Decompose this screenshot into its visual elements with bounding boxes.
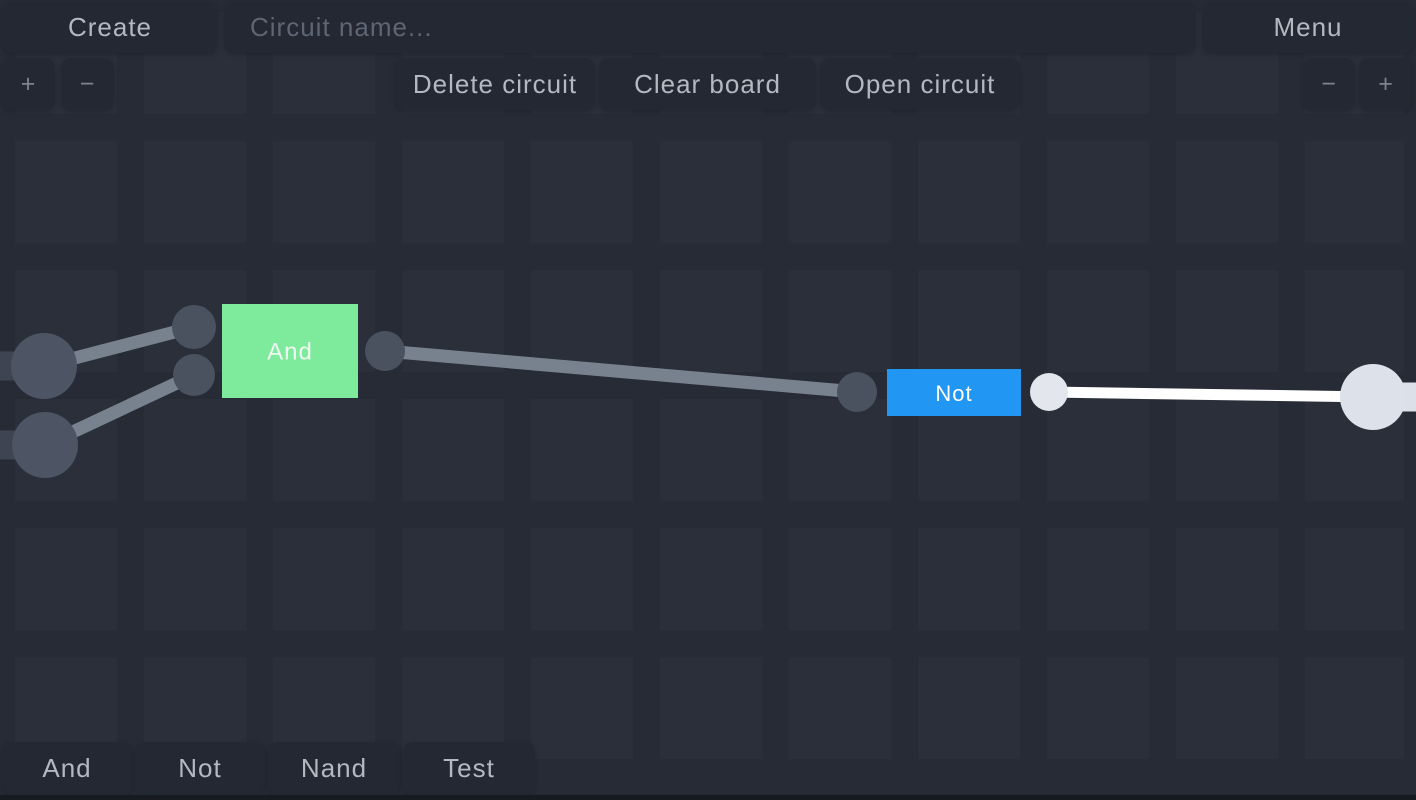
output-terminal[interactable] xyxy=(1340,364,1406,430)
wire-and-to-not[interactable] xyxy=(384,344,858,399)
input-terminal-2[interactable] xyxy=(12,412,78,478)
delete-circuit-button[interactable]: Delete circuit xyxy=(395,58,595,110)
not-output-pin[interactable] xyxy=(1030,373,1068,411)
palette-item-and[interactable]: And xyxy=(2,742,132,795)
not-input-pin[interactable] xyxy=(837,372,877,412)
gate-label: And xyxy=(267,339,313,366)
create-button[interactable]: Create xyxy=(2,2,218,53)
gate-label: Not xyxy=(935,381,972,406)
wire-not-to-out[interactable] xyxy=(1048,386,1374,403)
zoom-out-button-left[interactable]: − xyxy=(61,58,114,110)
palette-item-nand[interactable]: Nand xyxy=(268,742,400,795)
zoom-in-button-left[interactable]: + xyxy=(2,58,55,110)
clear-board-button[interactable]: Clear board xyxy=(599,58,816,110)
open-circuit-button[interactable]: Open circuit xyxy=(820,58,1020,110)
palette-item-test[interactable]: Test xyxy=(403,742,535,795)
and-input-pin-2[interactable] xyxy=(173,354,215,396)
zoom-out-button-right[interactable]: − xyxy=(1303,58,1355,110)
and-input-pin-1[interactable] xyxy=(172,305,216,349)
gate-and[interactable] xyxy=(222,304,358,398)
menu-button[interactable]: Menu xyxy=(1202,2,1414,53)
and-output-pin[interactable] xyxy=(365,331,405,371)
circuit-name-input[interactable] xyxy=(224,2,1196,53)
gate-not[interactable] xyxy=(887,369,1021,416)
zoom-in-button-right[interactable]: + xyxy=(1359,58,1413,110)
input-terminal-1[interactable] xyxy=(11,333,77,399)
palette-item-not[interactable]: Not xyxy=(135,742,265,795)
bottom-edge-strip xyxy=(0,795,1416,800)
